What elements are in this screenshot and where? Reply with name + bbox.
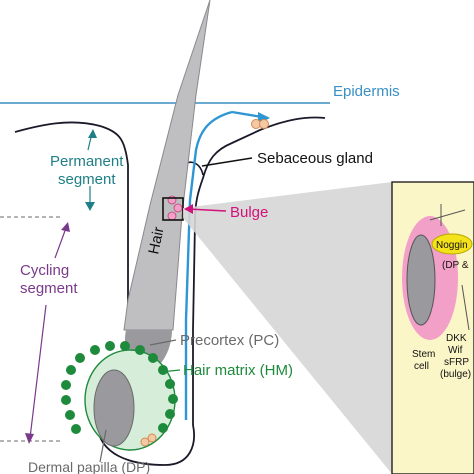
label-hair-matrix: Hair matrix (HM) [183, 362, 293, 379]
precortex-leader [149, 339, 177, 346]
label-cycling-line2: segment [20, 280, 78, 297]
bulge-arrowhead [184, 204, 193, 214]
inset-stem-cell-nucleus [406, 234, 436, 326]
cycling-arrowhead-up [61, 222, 70, 232]
inset-label-cell: cell [414, 361, 429, 372]
label-permanent-line2: segment [58, 171, 116, 188]
inset-label-sfrp: sFRP [444, 357, 469, 368]
label-precortex: Precortex (PC) [180, 332, 279, 349]
permanent-arrowhead-down [85, 202, 95, 211]
dermal-papilla-leader [99, 429, 107, 463]
cycling-arrowhead-down [25, 433, 34, 444]
skin-outline [14, 116, 326, 466]
matrix-cells [61, 341, 178, 434]
cycling-arrow-down [29, 304, 47, 439]
dermal-papilla [93, 369, 135, 447]
hair-matrix-leader [159, 369, 181, 373]
inset-projection [183, 182, 392, 474]
orange-cells [140, 119, 269, 447]
inset-arrow-line [461, 284, 470, 331]
inset-label-wif: Wif [448, 345, 463, 356]
sebaceous-leader [201, 157, 253, 167]
inset-label-dkk: DKK [446, 333, 467, 344]
label-sebaceous-gland: Sebaceous gland [257, 150, 373, 167]
hair-shaft [123, 0, 211, 331]
label-cycling-line1: Cycling [20, 262, 69, 279]
inset-label-bulge: (bulge) [440, 369, 471, 380]
label-bulge: Bulge [230, 204, 268, 221]
label-epidermis: Epidermis [333, 83, 400, 100]
label-permanent-line1: Permanent [50, 153, 124, 170]
permanent-arrowhead-up [88, 129, 97, 138]
label-hair: Hair [145, 225, 167, 255]
inset-label-stem: Stem [412, 349, 435, 360]
noggin-badge [431, 233, 473, 255]
inset-label-dp-partial: (DP & [442, 260, 469, 271]
follicle-lining [184, 110, 233, 420]
inset-label-noggin: Noggin [436, 240, 468, 251]
label-dermal-papilla: Dermal papilla (DP) [28, 459, 150, 474]
cycling-arrow-up [54, 227, 67, 259]
bulge-leader [187, 208, 227, 212]
inset-inhibit-line [429, 209, 466, 221]
